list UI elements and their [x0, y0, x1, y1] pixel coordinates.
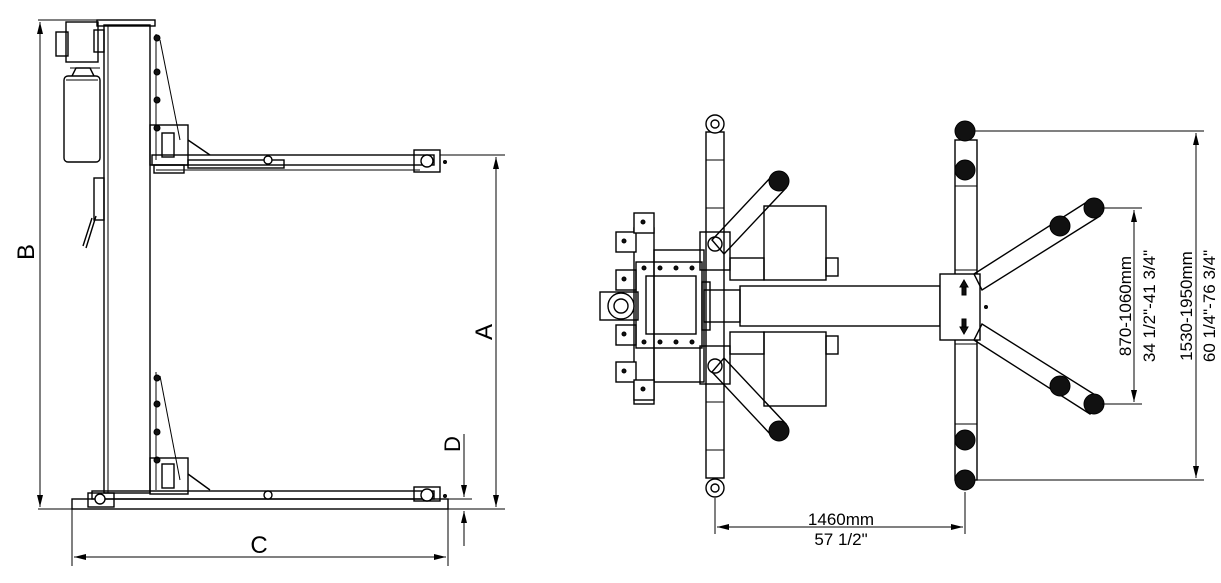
label-a: A: [471, 324, 498, 340]
dimension-c: C: [71, 509, 449, 566]
dimension-b: B: [13, 19, 100, 510]
upper-carriage: [149, 34, 211, 166]
short-arm-in: 34 1/2"-41 3/4": [1140, 250, 1159, 362]
label-c: C: [250, 532, 267, 559]
dimension-d: D: [440, 434, 472, 546]
wheelbase-in: 57 1/2": [814, 530, 867, 549]
rear-arms: [973, 197, 1105, 415]
control-box: [635, 261, 711, 349]
top-view: 1460mm 57 1/2" 870-1060mm 34 1/2"-41 3/4…: [599, 114, 1219, 549]
column-top-cap: [96, 19, 156, 27]
side-view: B A D C: [13, 19, 505, 566]
long-arm-mm: 1530-1950mm: [1177, 251, 1196, 361]
wheelbase-mm: 1460mm: [808, 510, 874, 529]
upper-lift-arm: [151, 149, 447, 174]
cylinder-housings: [729, 205, 839, 407]
pump-motor: [599, 291, 639, 321]
column-base: [71, 498, 449, 510]
wheelbase-dimension: 1460mm 57 1/2": [714, 492, 966, 549]
front-arms: [711, 170, 790, 442]
rear-column: [939, 120, 988, 491]
cross-beam: [703, 285, 941, 327]
dimension-a: A: [440, 154, 505, 510]
release-handle: [93, 177, 105, 221]
short-arm-mm: 870-1060mm: [1116, 256, 1135, 356]
short-arm-dimension: 870-1060mm 34 1/2"-41 3/4": [1102, 207, 1159, 405]
long-arm-in: 60 1/4"-76 3/4": [1200, 250, 1219, 362]
motor-unit: [55, 21, 105, 163]
lower-lift-arm: [71, 486, 449, 510]
oil-tank: [63, 75, 101, 163]
lift-column: [103, 24, 151, 494]
lower-carriage: [149, 372, 211, 495]
label-b: B: [13, 244, 40, 260]
label-d: D: [440, 436, 465, 452]
long-arm-dimension: 1530-1950mm 60 1/4"-76 3/4": [975, 130, 1219, 481]
